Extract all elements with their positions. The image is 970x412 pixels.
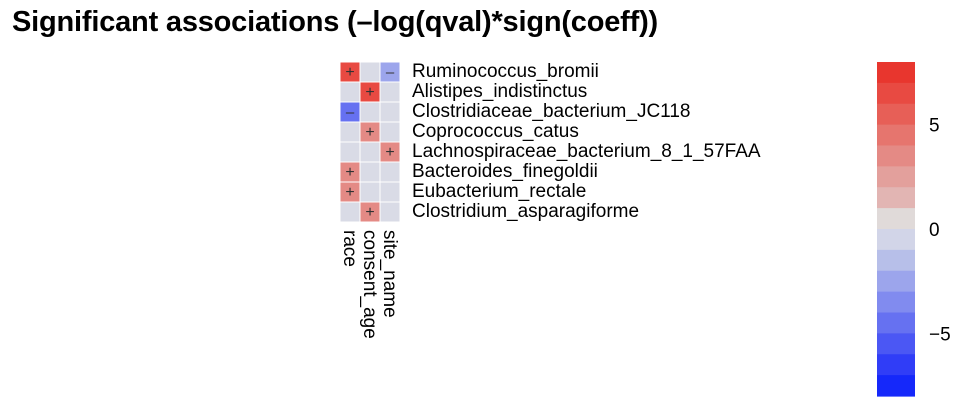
- colorbar-bin: [877, 312, 915, 334]
- row-label: Ruminococcus_bromii: [412, 61, 599, 82]
- row-label: Bacteroides_finegoldii: [412, 161, 598, 182]
- heatmap-cell-7-1: [360, 202, 380, 222]
- heatmap-cell-4-0: [340, 142, 360, 162]
- colorbar-bin: [877, 208, 915, 230]
- cell-sign-6-0: +: [345, 184, 354, 201]
- heatmap-cell-1-0: [340, 82, 360, 102]
- heatmap-cell-5-1: [360, 162, 380, 182]
- colorbar-bin: [877, 291, 915, 314]
- row-label: Coprococcus_catus: [412, 121, 579, 142]
- heatmap-cell-3-0: [340, 122, 360, 142]
- colorbar-bin: [877, 103, 915, 126]
- heatmap-cell-6-2: [380, 182, 400, 202]
- colorbar-bin: [877, 270, 915, 293]
- cell-sign-5-0: +: [345, 164, 354, 181]
- colorbar-bin: [877, 145, 915, 167]
- colorbar: 5 0 −5: [877, 62, 951, 397]
- colorbar-bin: [877, 229, 915, 251]
- cell-sign-0-2: –: [386, 64, 395, 81]
- heatmap-cell-2-1: [360, 102, 380, 122]
- row-label: Lachnospiraceae_bacterium_8_1_57FAA: [412, 141, 761, 162]
- heatmap-cell-6-0: [340, 182, 360, 202]
- cell-sign-1-1: +: [365, 84, 374, 101]
- colorbar-bin: [877, 354, 915, 376]
- colorbar-tick-label: −5: [929, 324, 951, 345]
- colorbar-bin: [877, 249, 915, 272]
- colorbar-bin: [877, 166, 915, 188]
- column-label: site_name: [379, 230, 400, 318]
- heatmap-cell-0-2: [380, 62, 400, 82]
- colorbar-bin: [877, 82, 915, 105]
- cell-sign-2-0: –: [346, 104, 355, 121]
- heatmap-cell-5-0: [340, 162, 360, 182]
- cell-sign-0-0: +: [345, 64, 354, 81]
- cell-sign-4-2: +: [385, 144, 394, 161]
- heatmap-cells: +–+–+++++: [340, 62, 400, 222]
- heatmap-cell-2-0: [340, 102, 360, 122]
- chart-title: Significant associations (–log(qval)*sig…: [12, 6, 658, 38]
- row-label: Alistipes_indistinctus: [412, 81, 587, 102]
- colorbar-bin: [877, 375, 915, 397]
- heatmap-cell-4-1: [360, 142, 380, 162]
- heatmap-cell-1-1: [360, 82, 380, 102]
- heatmap-cell-3-2: [380, 122, 400, 142]
- heatmap-cell-6-1: [360, 182, 380, 202]
- colorbar-tick-label: 5: [929, 116, 940, 137]
- row-label: Eubacterium_rectale: [412, 181, 586, 202]
- cell-sign-3-1: +: [365, 124, 374, 141]
- colorbar-bin: [877, 62, 915, 84]
- heatmap-cell-0-0: [340, 62, 360, 82]
- row-label: Clostridium_asparagiforme: [412, 201, 639, 222]
- colorbar-bin: [877, 187, 915, 209]
- heatmap-cell-1-2: [380, 82, 400, 102]
- cell-sign-7-1: +: [365, 204, 374, 221]
- heatmap-cell-2-2: [380, 102, 400, 122]
- colorbar-bin: [877, 333, 915, 355]
- colorbar-bin: [877, 124, 915, 147]
- heatmap-cell-3-1: [360, 122, 380, 142]
- heatmap-cell-0-1: [360, 62, 380, 82]
- heatmap-cell-7-2: [380, 202, 400, 222]
- column-label: race: [339, 230, 360, 267]
- heatmap-cell-7-0: [340, 202, 360, 222]
- heatmap-cell-5-2: [380, 162, 400, 182]
- heatmap-cell-4-2: [380, 142, 400, 162]
- colorbar-tick-label: 0: [929, 220, 940, 241]
- row-labels: Ruminococcus_bromiiAlistipes_indistinctu…: [412, 61, 761, 222]
- column-label: consent_age: [359, 230, 380, 339]
- row-label: Clostridiaceae_bacterium_JC118: [412, 101, 690, 122]
